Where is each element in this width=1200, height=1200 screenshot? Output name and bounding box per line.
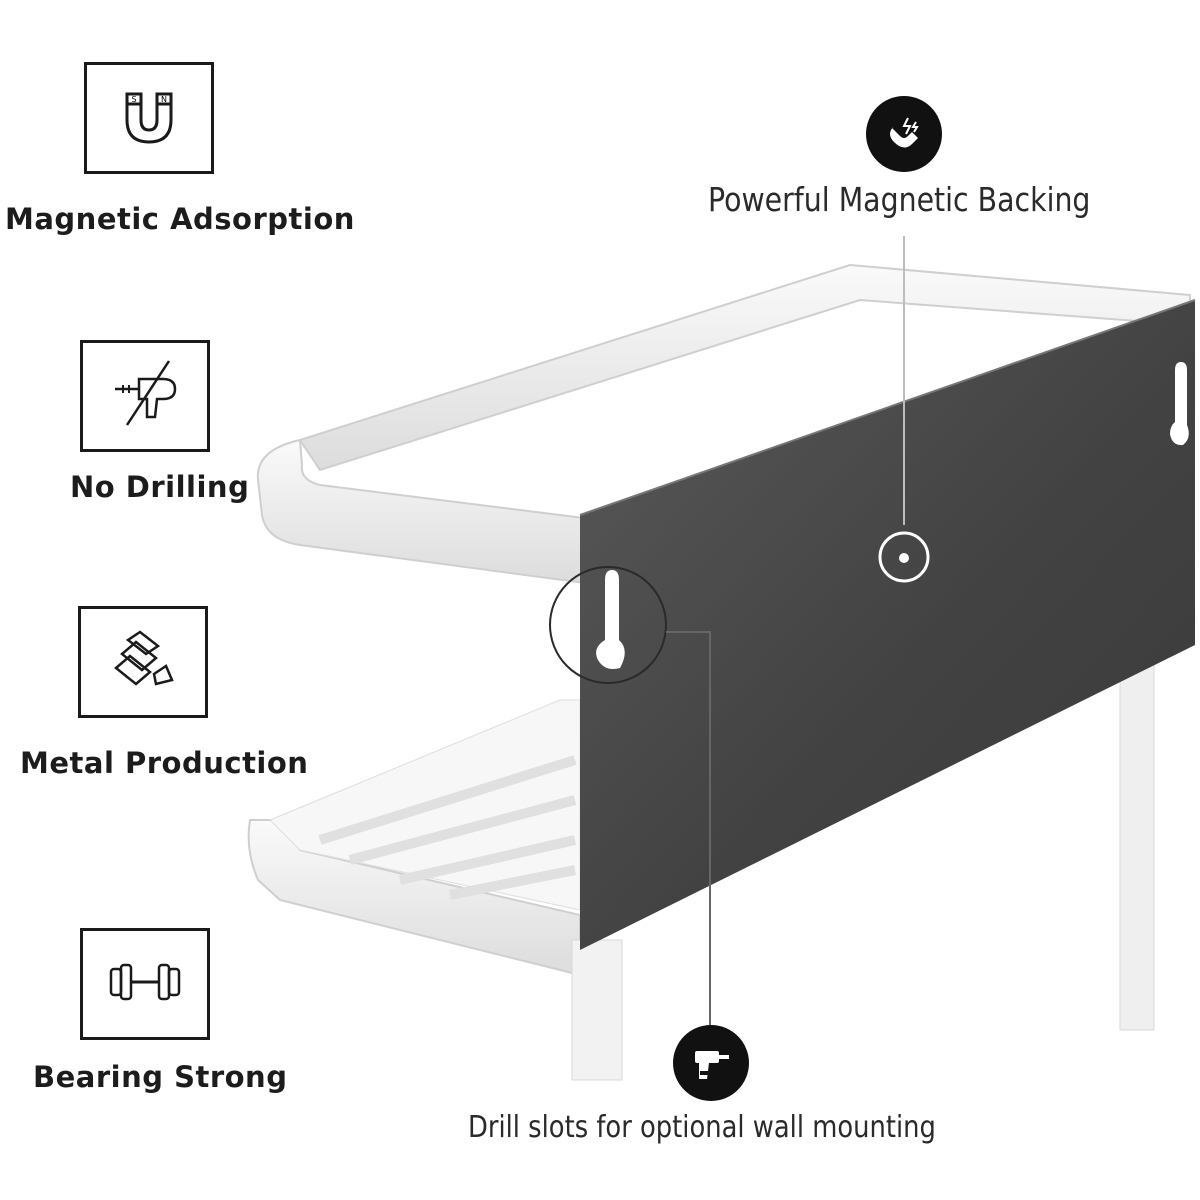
feature-box-bearing (80, 928, 210, 1040)
top-rail-front (256, 438, 601, 587)
drill-slots-label: Drill slots for optional wall mounting (468, 1110, 936, 1145)
basket-slats (318, 755, 577, 900)
bottom-rail (247, 819, 581, 977)
keyhole-slot-right (1170, 362, 1189, 446)
drill-badge-icon (673, 1025, 749, 1101)
feature-box-metal (78, 606, 208, 718)
feature-label-magnetic: Magnetic Adsorption (5, 202, 355, 236)
drill-callout-ring (549, 566, 667, 684)
feature-label-bearing: Bearing Strong (33, 1060, 288, 1094)
svg-text:S: S (131, 95, 136, 104)
keyhole-slot-left (596, 570, 625, 669)
feature-label-metal: Metal Production (20, 746, 309, 780)
no-drill-icon (105, 357, 185, 435)
magnetic-backing-label: Powerful Magnetic Backing (708, 180, 1091, 219)
feature-label-no-drilling: No Drilling (70, 470, 250, 504)
magnet-icon: S N (119, 86, 179, 150)
dumbbell-icon (105, 957, 185, 1011)
svg-text:N: N (161, 95, 167, 104)
magnetic-panel (580, 300, 1195, 950)
metal-bars-icon (108, 628, 178, 696)
feature-box-magnetic: S N (84, 62, 214, 174)
magnet-badge-icon (866, 96, 942, 172)
magnetic-callout-ring (878, 531, 930, 583)
feature-box-no-drilling (80, 340, 210, 452)
drill-callout-line (666, 631, 711, 1025)
